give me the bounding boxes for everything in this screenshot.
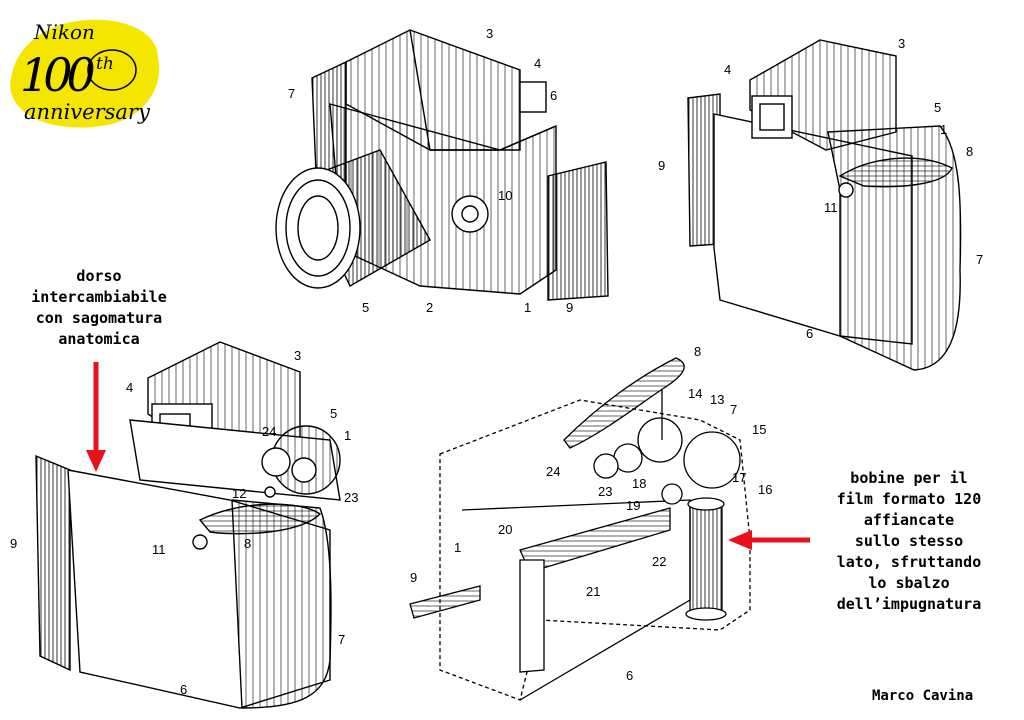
caption-left-line: con sagomatura [35,309,163,327]
fig-c-label: 7 [338,632,345,647]
caption-film-spools: bobine per il film formato 120 affiancate s… [798,468,1020,615]
caption-right-line: lo sbalzo [868,574,950,592]
arrow-right-head [728,530,752,550]
fig-d-label: 14 [688,386,702,401]
fig-c-label: 11 [152,542,166,557]
caption-right-line: dell’impugnatura [836,595,982,613]
fig-d-label: 21 [586,584,600,599]
figure-a-labels: 3 4 7 6 10 5 2 1 9 [288,26,573,315]
fig-d-label: 13 [710,392,724,407]
fig-b-label: 8 [966,144,973,159]
caption-right-line: sullo stesso [854,532,964,550]
fig-a-label: 7 [288,86,295,101]
logo-word: anniversary [24,100,150,124]
fig-c-label: 9 [10,536,17,551]
nikon-100th-logo: Nikon 100 th anniversary [8,14,164,130]
fig-c-label: 1 [344,428,351,443]
fig-d-label: 19 [626,498,640,513]
annotation-arrows [86,362,810,550]
figure-d-film-transport-cutaway [409,357,751,701]
caption-right-line: lato, sfruttando [836,553,982,571]
fig-c-label: 3 [294,348,301,363]
fig-d-label: 16 [758,482,772,497]
fig-d-label: 7 [730,402,737,417]
fig-b-label: 7 [976,252,983,267]
fig-d-label: 20 [498,522,512,537]
fig-b-label: 9 [658,158,665,173]
caption-right-line: affiancate [863,511,955,529]
fig-c-label: 5 [330,406,337,421]
fig-a-label: 3 [486,26,493,41]
arrow-left-head [86,450,106,472]
fig-a-label: 4 [534,56,541,71]
figure-c-labels: 3 4 5 1 24 12 23 8 11 9 7 6 [10,348,358,697]
fig-d-label: 9 [410,570,417,585]
fig-a-label: 6 [550,88,557,103]
fig-a-label: 2 [426,300,433,315]
figure-d-labels: 8 14 13 7 15 24 23 18 17 19 16 20 22 21 … [410,344,772,683]
caption-left-line: anatomica [58,330,140,348]
caption-right-line: bobine per il [850,469,968,487]
fig-b-label: 11 [824,200,838,215]
caption-right-line: film formato 120 [836,490,982,508]
fig-b-label: 4 [724,62,731,77]
logo-yellow-splash [10,19,160,128]
fig-c-label: 12 [232,486,246,501]
caption-interchangeable-back: dorso intercambiabile con sagomatura anatom… [4,266,194,350]
fig-c-label: 23 [344,490,358,505]
fig-a-label: 5 [362,300,369,315]
figure-a-camera-front [275,29,609,301]
fig-a-label: 10 [498,188,512,203]
caption-left-line: dorso [76,267,122,285]
fig-b-label: 6 [806,326,813,341]
fig-a-label: 1 [524,300,531,315]
author-credit: Marco Cavina [872,688,974,704]
fig-c-label: 6 [180,682,187,697]
fig-d-label: 17 [732,470,746,485]
fig-d-label: 18 [632,476,646,491]
fig-b-label: 1 [940,122,947,137]
fig-c-label: 4 [126,380,133,395]
fig-c-label: 8 [244,536,251,551]
fig-d-label: 8 [694,344,701,359]
logo-suffix: th [96,54,114,74]
logo-number: 100 [20,48,96,102]
figure-c-camera-back-open [35,341,341,709]
figure-b-camera-rear [687,39,962,371]
logo-brand: Nikon [34,20,95,44]
fig-b-label: 5 [934,100,941,115]
fig-d-label: 15 [752,422,766,437]
fig-b-label: 3 [898,36,905,51]
fig-c-label: 24 [262,424,276,439]
fig-d-label: 23 [598,484,612,499]
fig-a-label: 9 [566,300,573,315]
caption-left-line: intercambiabile [31,288,167,306]
fig-d-label: 22 [652,554,666,569]
fig-d-label: 1 [454,540,461,555]
figure-b-labels: 4 3 5 1 8 9 11 7 6 [658,36,983,341]
fig-d-label: 6 [626,668,633,683]
fig-d-label: 24 [546,464,560,479]
